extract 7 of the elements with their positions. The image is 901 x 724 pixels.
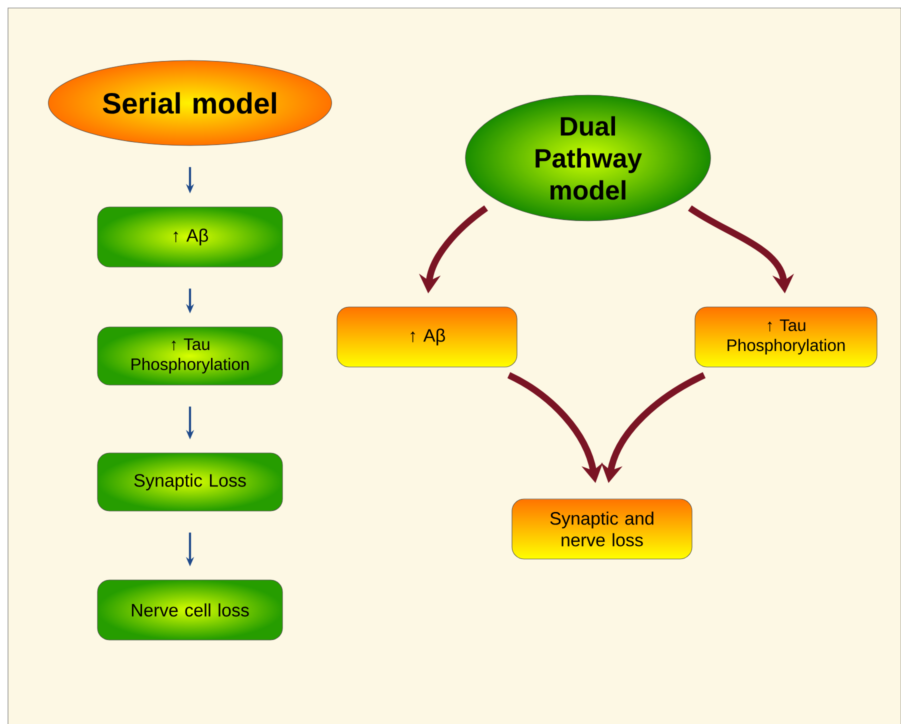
process-box: ↑ Tau Phosphorylation xyxy=(97,326,283,386)
process-box: Synaptic and nerve loss xyxy=(512,498,692,560)
process-box: ↑ Aβ xyxy=(97,206,283,268)
process-box: ↑ Aβ xyxy=(336,306,518,368)
process-box: Synaptic Loss xyxy=(97,452,283,512)
process-box: Nerve cell loss xyxy=(97,580,283,640)
process-box: ↑ Tau Phosphorylation xyxy=(694,306,878,368)
